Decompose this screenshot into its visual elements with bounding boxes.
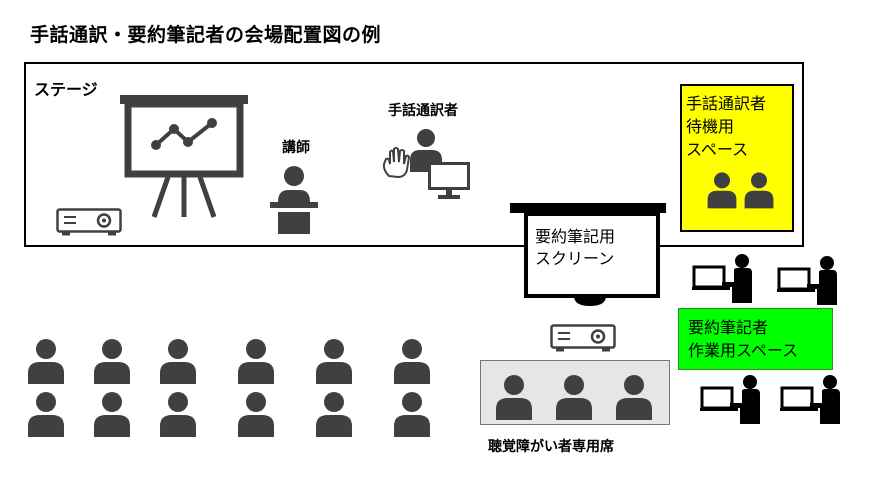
waiting-label-line-3: スペース bbox=[686, 140, 749, 159]
waiting-label-line-2: 待機用 bbox=[686, 117, 735, 136]
reserved-person-icon bbox=[494, 374, 534, 420]
summary-screen-label: 要約筆記用 スクリーン bbox=[535, 226, 615, 270]
person-icon bbox=[743, 170, 775, 210]
reserved-seats-label: 聴覚障がい者専用席 bbox=[488, 439, 614, 455]
reserved-person-icon bbox=[614, 374, 654, 420]
screen-label-line-2: スクリーン bbox=[535, 249, 615, 268]
waiting-label-line-1: 手話通訳者 bbox=[686, 94, 767, 113]
screen-base bbox=[574, 296, 606, 306]
audience-person-icon bbox=[392, 338, 432, 384]
monitor-icon bbox=[428, 162, 470, 199]
audience-person-icon bbox=[314, 391, 354, 437]
screen-label-line-1: 要約筆記用 bbox=[535, 227, 616, 246]
stage-label: ステージ bbox=[34, 80, 98, 99]
audience-person-icon bbox=[158, 391, 198, 437]
summary-writer-label: 要約筆記者 作業用スペース bbox=[688, 316, 798, 362]
person-icon bbox=[706, 170, 738, 210]
summary-writer-space bbox=[678, 308, 833, 370]
audience-person-icon bbox=[392, 391, 432, 437]
projector-icon bbox=[56, 208, 122, 236]
writer-label-line-1: 要約筆記者 bbox=[688, 318, 769, 337]
laptop-writer-icon bbox=[692, 253, 754, 303]
screen-bar bbox=[510, 203, 666, 213]
audience-person-icon bbox=[92, 391, 132, 437]
projector-icon bbox=[550, 324, 616, 352]
presentation-board-icon bbox=[120, 95, 248, 218]
lecturer-label: 講師 bbox=[282, 140, 310, 156]
interpreter-waiting-space bbox=[680, 84, 794, 232]
audience-person-icon bbox=[236, 391, 276, 437]
interpreter-label: 手話通訳者 bbox=[388, 103, 458, 119]
audience-person-icon bbox=[314, 338, 354, 384]
lecturer-podium-icon bbox=[270, 166, 318, 234]
audience-person-icon bbox=[158, 338, 198, 384]
writer-label-line-2: 作業用スペース bbox=[688, 341, 799, 360]
page-title: 手話通訳・要約筆記者の会場配置図の例 bbox=[30, 24, 382, 46]
audience-person-icon bbox=[26, 391, 66, 437]
audience-person-icon bbox=[236, 338, 276, 384]
laptop-writer-icon bbox=[780, 374, 842, 424]
reserved-person-icon bbox=[554, 374, 594, 420]
audience-person-icon bbox=[92, 338, 132, 384]
sign-language-hand-icon bbox=[382, 147, 411, 179]
laptop-writer-icon bbox=[777, 255, 839, 305]
laptop-writer-icon bbox=[700, 374, 762, 424]
interpreter-waiting-label: 手話通訳者 待機用 スペース bbox=[686, 92, 766, 161]
audience-person-icon bbox=[26, 338, 66, 384]
